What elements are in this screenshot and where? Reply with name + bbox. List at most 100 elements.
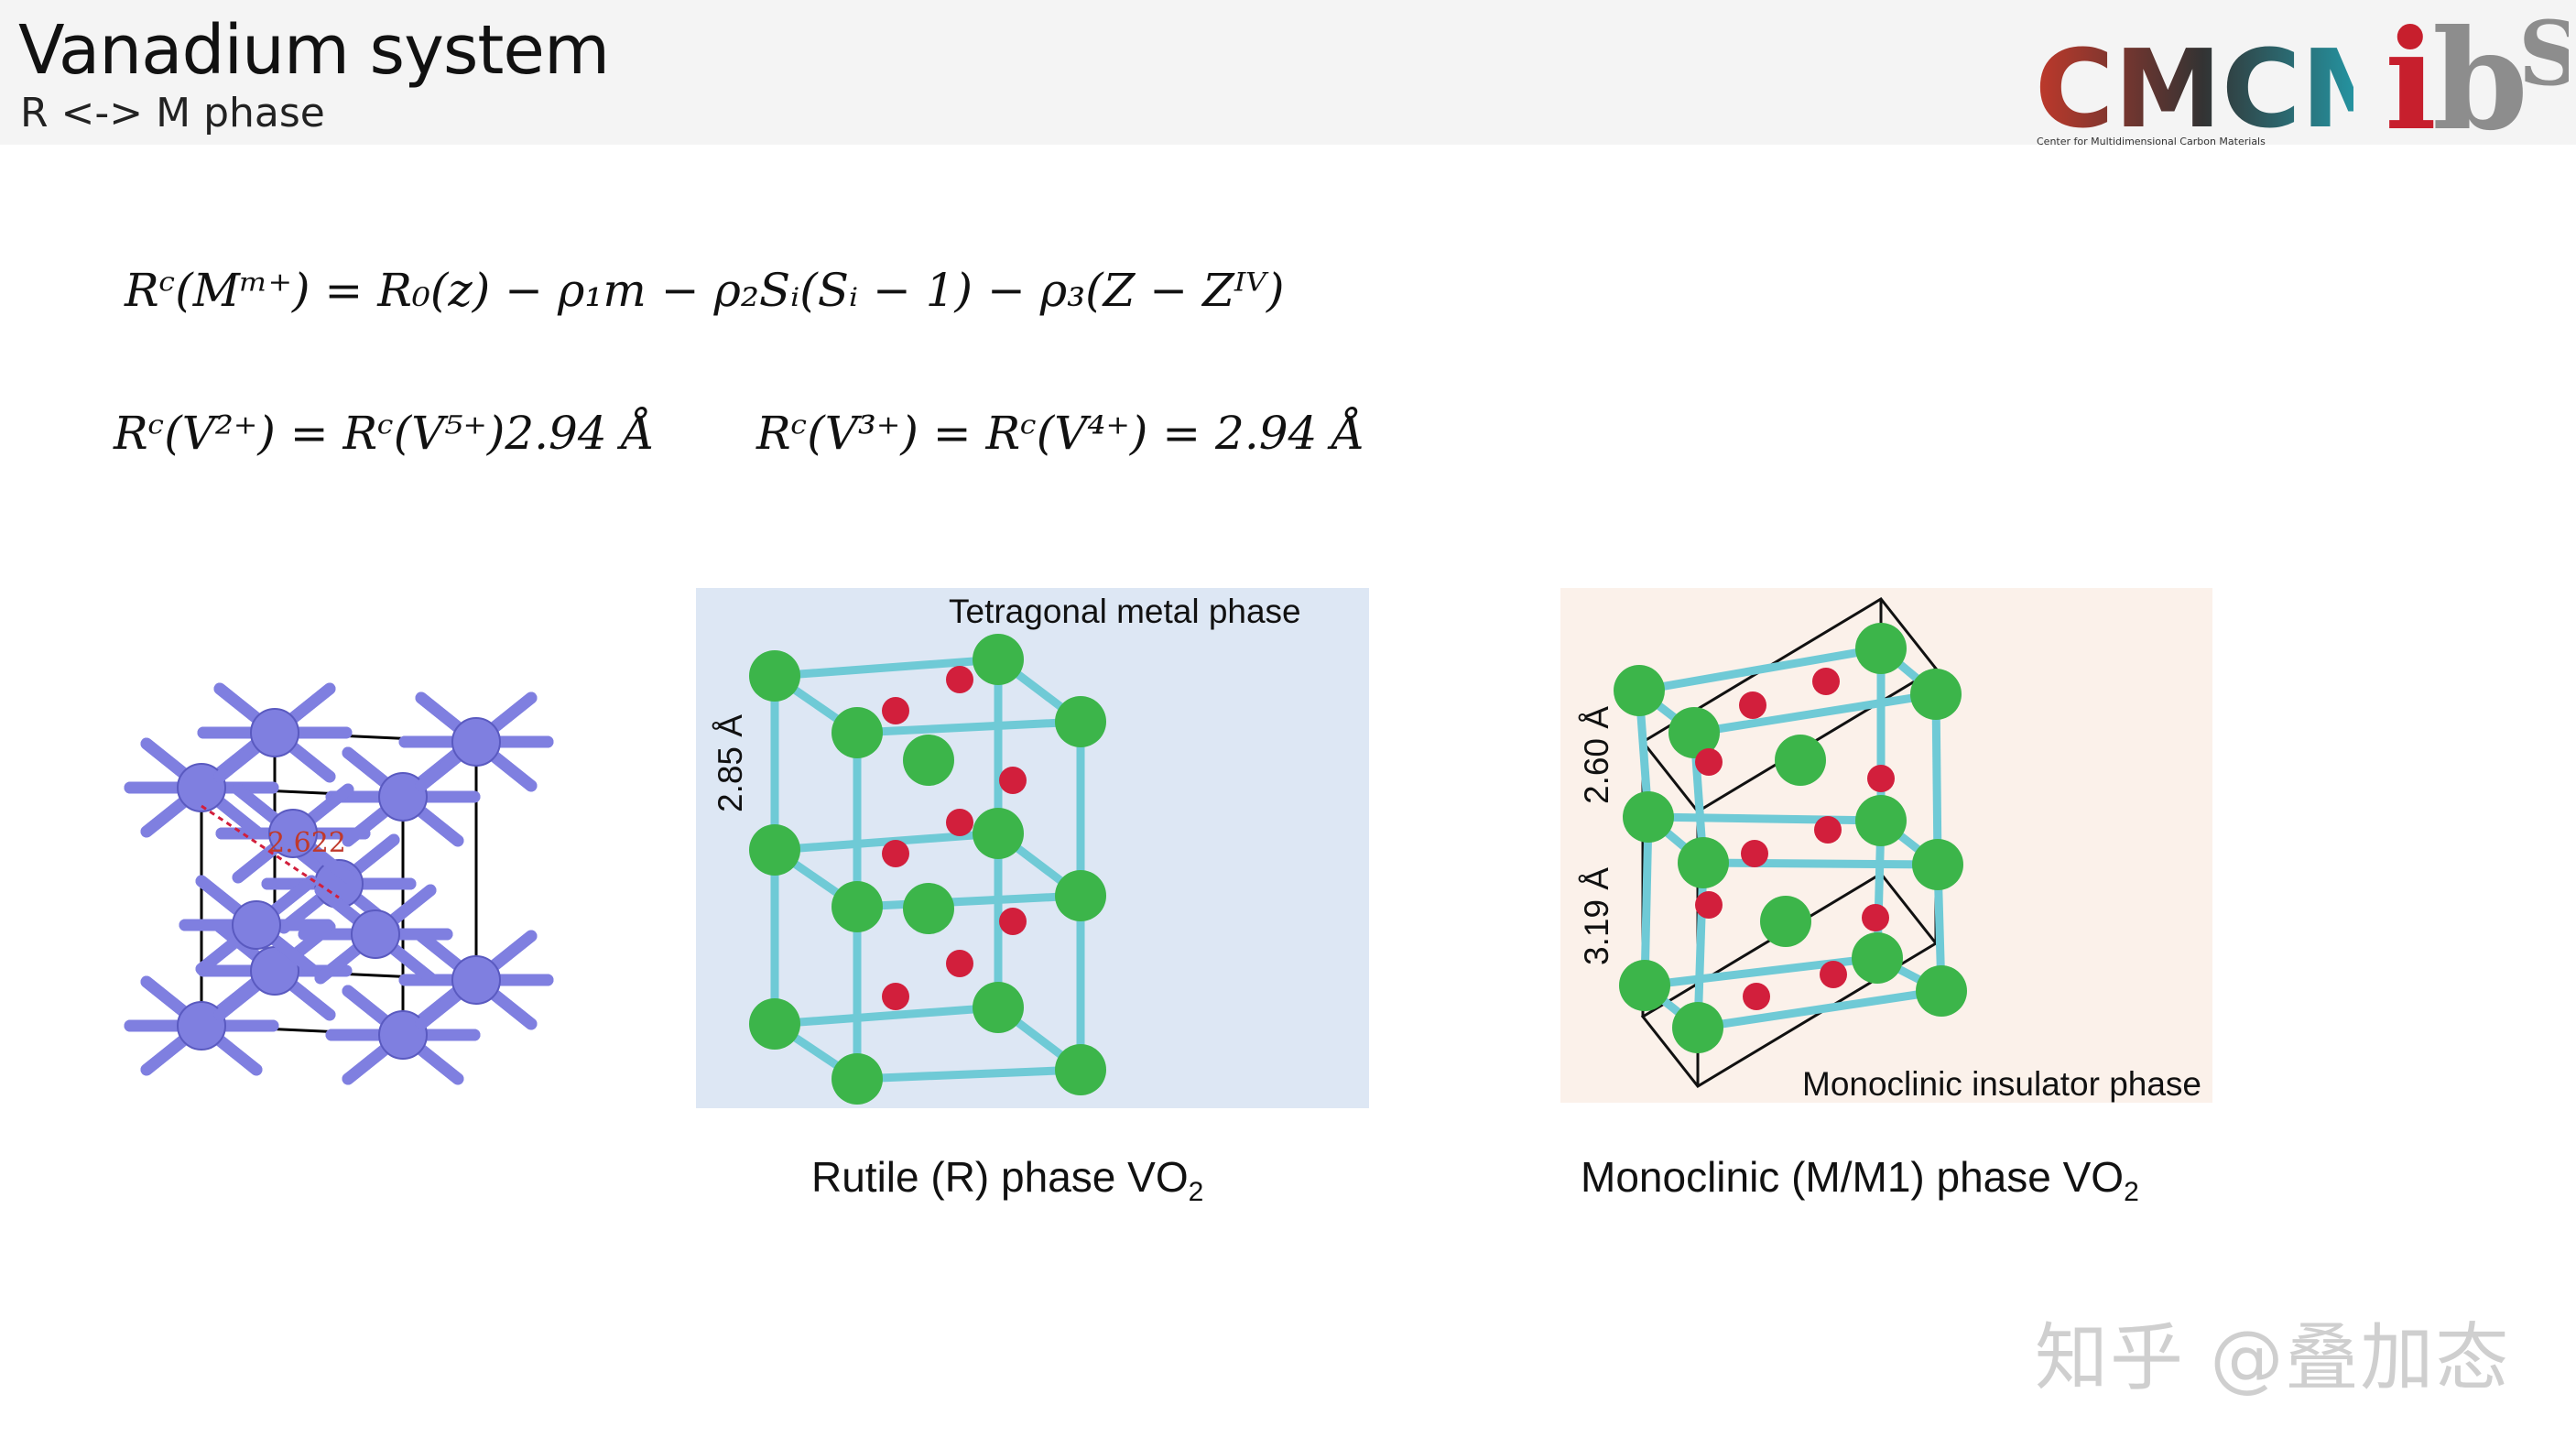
monoclinic-caption-subscript: 2 (2124, 1177, 2139, 1208)
rutile-center-atom (903, 883, 954, 934)
monoclinic-bond (1647, 812, 1882, 825)
rutile-vanadium-atom (1055, 870, 1106, 921)
vanadium-atom (179, 875, 334, 975)
rutile-oxygen-atom (999, 767, 1027, 794)
vanadium-sphere (268, 809, 318, 858)
monoclinic-bond (1702, 858, 1939, 869)
monoclinic-vanadium-atom (1678, 837, 1729, 888)
ibs-logo-s: S (2518, 2, 2569, 105)
bond-length-line (201, 804, 340, 899)
monoclinic-structure-figure: 2.60 Å 3.19 Å Monoclinic insulator phase (1578, 597, 2201, 1103)
monoclinic-oxygen-atom (1739, 691, 1766, 719)
rutile-vanadium-atom (749, 650, 800, 702)
monoclinic-caption-text: Monoclinic (M/M1) phase VO (1581, 1153, 2125, 1201)
cmcm-logo-subtext: Center for Multidimensional Carbon Mater… (2037, 136, 2266, 147)
monoclinic-phase-title: Monoclinic insulator phase (1802, 1065, 2201, 1103)
rutile-oxygen-atom (946, 950, 973, 977)
rutile-vanadium-atom (749, 824, 800, 876)
monoclinic-oxygen-atom (1814, 816, 1842, 844)
rutile-vanadium-atom (831, 1053, 883, 1105)
monoclinic-oxygen-atom (1812, 668, 1840, 695)
monoclinic-vanadium-atom (1668, 707, 1720, 758)
monoclinic-caption: Monoclinic (M/M1) phase VO2 (1581, 1152, 2139, 1208)
rutile-structure-figure: Tetragonal metal phase 2.85 Å (712, 593, 1301, 1105)
vanadium-sphere (177, 763, 226, 812)
monoclinic-bond (1638, 644, 1882, 695)
rutile-bond (774, 1003, 999, 1029)
rutile-oxygen-atom (999, 908, 1027, 935)
monoclinic-vanadium-atom (1910, 669, 1962, 720)
ibs-logo-b: b (2432, 0, 2528, 145)
rutile-oxygen-atom (946, 809, 973, 836)
vanadium-radius-formula-1: Rᶜ(V²⁺) = Rᶜ(V⁵⁺)2.94 Å (114, 407, 655, 460)
vanadium-sphere (232, 900, 281, 950)
bond-length-label: 2.622 (267, 827, 346, 859)
rutile-vanadium-atom (973, 634, 1024, 685)
monoclinic-bond (1693, 862, 1708, 1029)
monoclinic-vanadium-atom (1672, 1002, 1723, 1053)
vanadium-atom (197, 682, 353, 783)
rutile-caption-text: Rutile (R) phase VO (811, 1153, 1189, 1201)
rutile-bond (774, 829, 999, 855)
rutile-center-atom (903, 735, 954, 786)
monoclinic-oxygen-atom (1695, 748, 1723, 776)
vanadium-sphere (451, 955, 501, 1005)
monoclinic-vanadium-atom (1623, 791, 1674, 843)
vanadium-sphere (177, 1001, 226, 1051)
monoclinic-bonds (1635, 644, 1946, 1032)
ibs-logo-i: i (2385, 0, 2437, 145)
monoclinic-bond (1697, 986, 1942, 1032)
rutile-vanadium-atom (831, 881, 883, 932)
monoclinic-vanadium-atom (1852, 932, 1903, 984)
zhihu-watermark: 知乎 @叠加态 (2035, 1315, 2511, 1400)
monoclinic-oxygen-atom (1820, 961, 1847, 988)
slide-title: Vanadium system (18, 11, 610, 90)
monoclinic-vanadium-atom (1614, 665, 1665, 716)
rutile-vanadium-atom (1055, 1044, 1106, 1095)
monoclinic-oxygen-atom (1741, 840, 1768, 867)
monoclinic-vanadium-atom (1855, 795, 1907, 846)
rutile-atoms (749, 634, 1106, 1105)
monoclinic-oxygen-atom (1862, 904, 1889, 931)
vanadium-atom (215, 783, 371, 884)
monoclinic-oxygen-atom (1867, 765, 1895, 792)
monoclinic-vanadium-atom (1916, 965, 1967, 1017)
rutile-bonds (770, 655, 1085, 1083)
vanadium-atom (398, 691, 554, 792)
rutile-phase-title: Tetragonal metal phase (949, 593, 1301, 630)
rutile-caption: Rutile (R) phase VO2 (811, 1152, 1203, 1208)
rutile-bond (856, 717, 1081, 737)
vanadium-lattice-figure: 2.622 (124, 682, 554, 1085)
vanadium-atom (298, 884, 453, 985)
monoclinic-center-atom (1775, 735, 1826, 786)
monoclinic-structure-panel: 2.60 Å 3.19 Å Monoclinic insulator phase (1560, 588, 2212, 1103)
vanadium-sphere (378, 1010, 428, 1060)
monoclinic-oxygen-atom (1695, 891, 1723, 919)
rutile-vanadium-atom (831, 707, 883, 758)
monoclinic-dimension-top: 2.60 Å (1578, 706, 1615, 804)
monoclinic-bond (1640, 816, 1653, 986)
rutile-caption-subscript: 2 (1188, 1177, 1204, 1208)
vanadium-sphere (250, 708, 299, 757)
rutile-bond (774, 655, 999, 680)
monoclinic-bond (1931, 693, 1942, 866)
rutile-vanadium-atom (749, 998, 800, 1050)
rutile-bond (856, 891, 1081, 911)
vanadium-sphere (451, 717, 501, 767)
monoclinic-atoms (1614, 623, 1967, 1053)
rutile-oxygen-atom (882, 983, 909, 1010)
ibs-logo: i b S (2385, 0, 2569, 145)
monoclinic-vanadium-atom (1912, 839, 1963, 890)
vanadium-sphere (351, 909, 400, 959)
rutile-structure-panel: Tetragonal metal phase 2.85 Å (696, 588, 1369, 1108)
vanadium-atoms (124, 682, 554, 1085)
ionic-radius-formula: Rᶜ(Mᵐ⁺) = R₀(z) − ρ₁m − ρ₂Sᵢ(Sᵢ − 1) − ρ… (125, 264, 1285, 317)
monoclinic-center-atom (1760, 896, 1811, 947)
vanadium-sphere (378, 772, 428, 822)
vanadium-radius-formula-2: Rᶜ(V³⁺) = Rᶜ(V⁴⁺) = 2.94 Å (756, 407, 1365, 460)
cmcm-logo-text: CMCM (2035, 26, 2353, 149)
monoclinic-oxygen-atom (1743, 983, 1770, 1010)
slide-header: Vanadium system R <-> M phase CMCM Cente… (0, 0, 2576, 149)
rutile-oxygen-atom (882, 840, 909, 867)
rutile-dimension-label: 2.85 Å (712, 714, 749, 812)
